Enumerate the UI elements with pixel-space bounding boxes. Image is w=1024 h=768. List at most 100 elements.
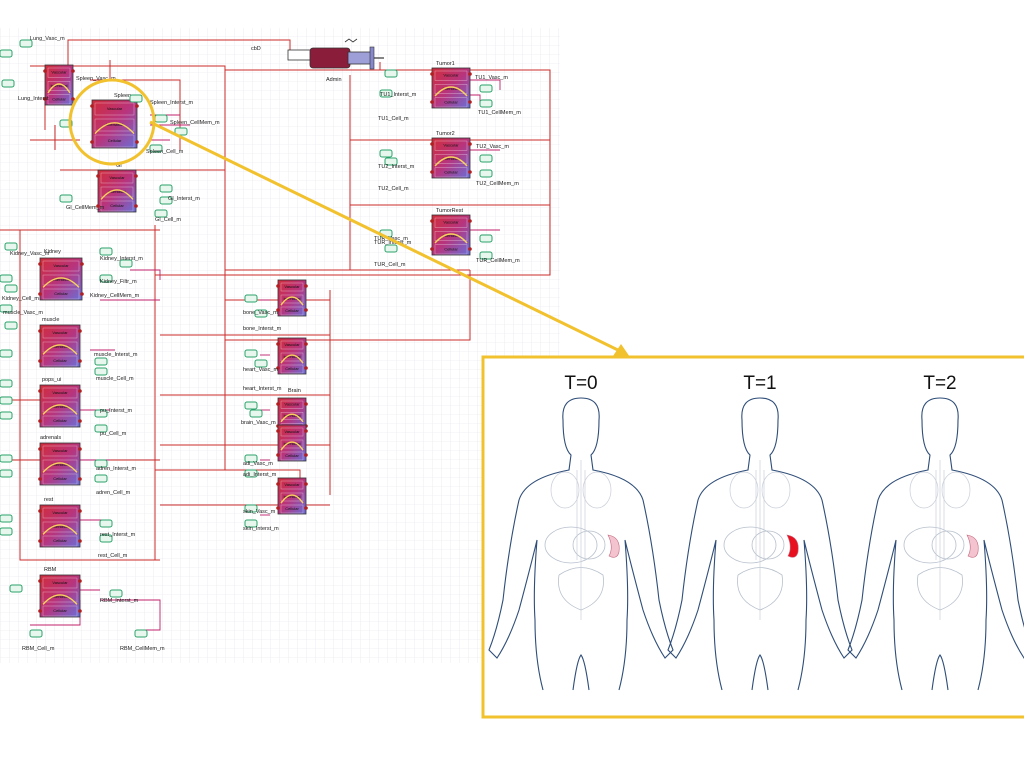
variable-node[interactable]	[244, 469, 258, 478]
wire	[67, 39, 291, 66]
variable-node[interactable]	[244, 294, 258, 303]
variable-node[interactable]	[99, 519, 113, 528]
variable-node[interactable]	[99, 247, 113, 256]
variable-node[interactable]	[1, 79, 15, 88]
variable-node[interactable]	[109, 589, 123, 598]
block-band	[42, 577, 78, 589]
variable-node[interactable]	[0, 304, 13, 313]
block-curve	[94, 122, 135, 135]
variable-node[interactable]	[244, 349, 258, 358]
variable-node[interactable]	[0, 454, 13, 463]
variable-node[interactable]	[379, 89, 393, 98]
variable-node[interactable]	[94, 409, 108, 418]
variable-node[interactable]	[154, 114, 168, 123]
variable-node[interactable]	[479, 84, 493, 93]
block-band	[280, 480, 304, 490]
variable-node[interactable]	[0, 274, 13, 283]
block-band-label: Vascular	[52, 580, 68, 585]
port-dot	[430, 100, 434, 104]
variable-node[interactable]	[9, 584, 23, 593]
variable-node[interactable]	[19, 39, 33, 48]
block-curve	[100, 189, 134, 200]
variable-node[interactable]	[0, 349, 13, 358]
variable-node[interactable]	[384, 244, 398, 253]
block-body	[39, 324, 81, 368]
block-band	[434, 84, 468, 94]
variable-node[interactable]	[99, 274, 113, 283]
block-band-label: Interstitial	[52, 277, 69, 282]
variable-node[interactable]	[4, 321, 18, 330]
variable-node[interactable]	[174, 127, 188, 136]
variable-node[interactable]	[254, 309, 268, 318]
block-curve	[434, 86, 468, 97]
variable-node[interactable]	[0, 379, 13, 388]
time-label: T=0	[564, 373, 597, 394]
variable-node[interactable]	[149, 144, 163, 153]
variable-node[interactable]	[159, 184, 173, 193]
port-dot	[134, 204, 138, 208]
variable-node[interactable]	[134, 629, 148, 638]
variable-node[interactable]	[254, 359, 268, 368]
variable-node[interactable]	[4, 242, 18, 251]
variable-node[interactable]	[94, 424, 108, 433]
variable-node[interactable]	[0, 514, 13, 523]
variable-node[interactable]	[99, 534, 113, 543]
variable-node[interactable]	[59, 194, 73, 203]
variable-node[interactable]	[94, 474, 108, 483]
variable-node[interactable]	[129, 94, 143, 103]
variable-node[interactable]	[0, 527, 13, 536]
block-band	[42, 521, 78, 533]
port-dot	[135, 104, 139, 108]
variable-node[interactable]	[94, 367, 108, 376]
block-band	[42, 341, 78, 353]
variable-node[interactable]	[0, 469, 13, 478]
block-band	[434, 70, 468, 81]
variable-node[interactable]	[479, 251, 493, 260]
variable-node[interactable]	[94, 459, 108, 468]
block-band	[42, 355, 78, 367]
variable-node[interactable]	[479, 234, 493, 243]
variable-node[interactable]	[479, 169, 493, 178]
variable-node[interactable]	[4, 284, 18, 293]
variable-node[interactable]	[0, 411, 13, 420]
variable-node[interactable]	[119, 259, 133, 268]
variable-node[interactable]	[244, 401, 258, 410]
label-rbm-interst-m: RBM_Interst_m	[100, 598, 139, 604]
variable-node[interactable]	[479, 99, 493, 108]
variable-node[interactable]	[384, 69, 398, 78]
block-body	[277, 424, 307, 462]
label-muscle-interst-m: muscle_Interst_m	[94, 352, 138, 358]
variable-node[interactable]	[244, 519, 258, 528]
variable-node[interactable]	[379, 149, 393, 158]
port-dot	[38, 579, 42, 583]
variable-node[interactable]	[154, 209, 168, 218]
variable-node[interactable]	[384, 157, 398, 166]
variable-node[interactable]	[159, 196, 173, 205]
variable-node[interactable]	[0, 49, 13, 58]
block-band	[280, 451, 304, 461]
body-outline	[847, 397, 1024, 691]
variable-node[interactable]	[249, 409, 263, 418]
variable-node[interactable]	[29, 629, 43, 638]
variable-node[interactable]	[244, 454, 258, 463]
variable-node[interactable]	[94, 357, 108, 366]
variable-node[interactable]	[479, 154, 493, 163]
variable-node[interactable]	[0, 396, 13, 405]
variable-node[interactable]	[244, 504, 258, 513]
